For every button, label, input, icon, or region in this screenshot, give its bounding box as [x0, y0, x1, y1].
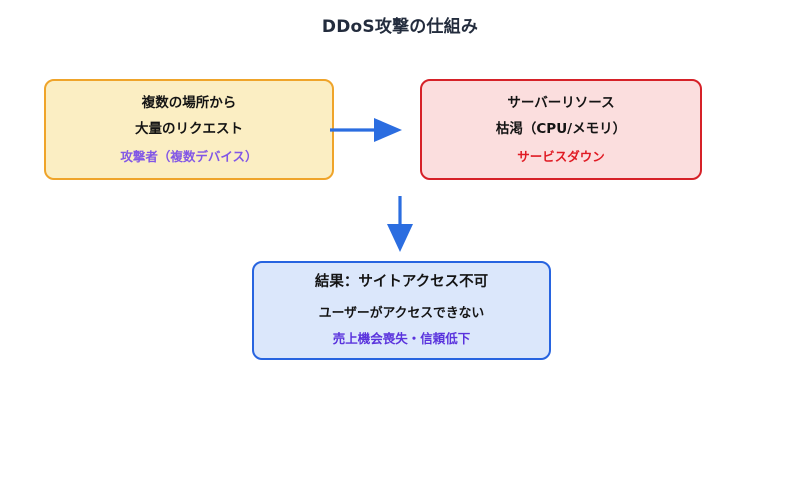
node-attacker-line1: 複数の場所から: [141, 94, 237, 111]
arrow-down-icon: [387, 196, 413, 252]
node-attacker[interactable]: 複数の場所から 大量のリクエスト 攻撃者（複数デバイス）: [44, 79, 334, 180]
page-title: DDoS攻撃の仕組み: [321, 17, 479, 37]
node-server-line1: サーバーリソース: [507, 94, 615, 111]
node-attacker-line2: 大量のリクエスト: [135, 120, 243, 137]
node-server-line2: 枯渇（CPU/メモリ）: [495, 120, 627, 137]
node-result-line1: ユーザーがアクセスできない: [318, 306, 485, 321]
node-server-caption: サービスダウン: [517, 148, 605, 164]
node-attacker-caption: 攻撃者（複数デバイス）: [120, 148, 258, 164]
node-server[interactable]: サーバーリソース 枯渇（CPU/メモリ） サービスダウン: [420, 79, 702, 180]
node-result-caption: 売上機会喪失・信頼低下: [332, 331, 471, 346]
arrow-right-icon: [330, 118, 402, 142]
node-result-heading: 結果：サイトアクセス不可: [314, 274, 489, 290]
node-result[interactable]: 結果：サイトアクセス不可 ユーザーがアクセスできない 売上機会喪失・信頼低下: [252, 261, 551, 360]
